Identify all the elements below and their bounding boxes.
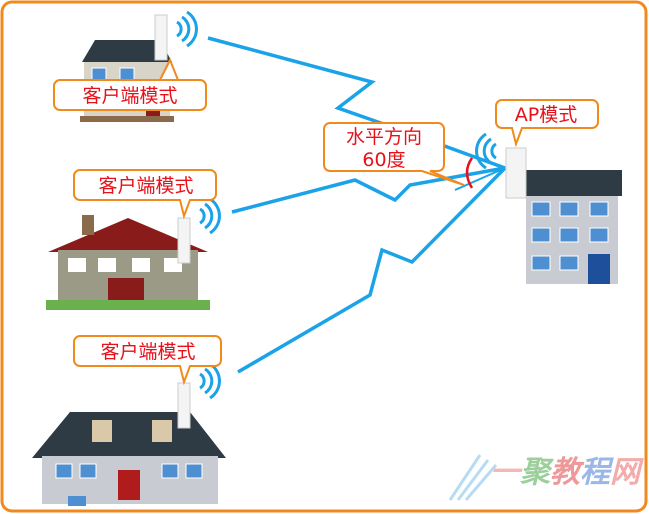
cpe-device bbox=[177, 217, 191, 264]
house-bottom bbox=[32, 362, 226, 506]
svg-text:教: 教 bbox=[550, 455, 585, 490]
house-middle bbox=[46, 197, 221, 310]
client-callout-3 bbox=[73, 335, 222, 386]
ap-building bbox=[475, 132, 622, 284]
svg-text:程: 程 bbox=[580, 455, 614, 490]
client-callout-1 bbox=[53, 57, 207, 111]
angle-label-line2: 60度 bbox=[362, 149, 405, 171]
link-bottom bbox=[237, 166, 507, 374]
wifi-icon bbox=[199, 197, 221, 235]
svg-text:一: 一 bbox=[490, 455, 523, 490]
wifi-icon bbox=[176, 10, 198, 48]
client-label-3: 客户端模式 bbox=[100, 341, 195, 363]
client-callout-2 bbox=[73, 169, 217, 220]
watermark-logo: 一 聚 教 程 网 bbox=[448, 454, 644, 501]
ap-label: AP模式 bbox=[515, 104, 577, 126]
wifi-icon bbox=[475, 132, 497, 170]
angle-arc bbox=[465, 157, 474, 189]
svg-text:网: 网 bbox=[610, 455, 644, 490]
svg-text:聚: 聚 bbox=[519, 455, 554, 490]
ap-callout bbox=[495, 99, 599, 148]
client-label-2: 客户端模式 bbox=[98, 175, 193, 197]
angle-callout bbox=[323, 122, 465, 186]
ap-device bbox=[505, 147, 527, 199]
cpe-device bbox=[154, 14, 168, 61]
cpe-device bbox=[177, 382, 191, 429]
angle-label-line1: 水平方向 bbox=[346, 126, 422, 148]
link-middle bbox=[231, 166, 506, 214]
client-label-1: 客户端模式 bbox=[82, 85, 177, 107]
